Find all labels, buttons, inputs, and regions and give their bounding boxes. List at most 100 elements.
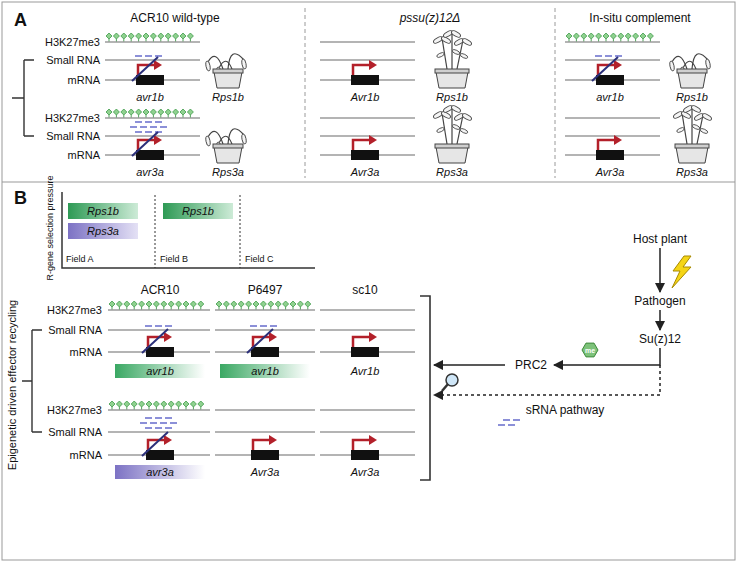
gene-label: avr1b: [596, 92, 624, 103]
methyl-mark: me: [585, 347, 595, 354]
track-line: [565, 135, 660, 137]
gene-bar: avr3a: [115, 465, 205, 479]
plant-leaf: [436, 127, 445, 134]
srna-dash: [595, 55, 602, 57]
srna-dash: [498, 424, 505, 426]
gene-box: [351, 75, 379, 85]
mark-diamond: [253, 301, 259, 307]
panel-divider: [2, 182, 735, 183]
node-text: avr3a: [143, 467, 177, 478]
pathway-label: sRNA pathway: [526, 404, 605, 416]
field-label: Field B: [160, 255, 188, 264]
mark-diamond: [268, 301, 274, 307]
column-header: sc10: [352, 284, 377, 296]
plant-leaf: [705, 59, 711, 70]
gene-symbol: [351, 60, 379, 85]
gene-label: avr1b: [136, 92, 164, 103]
mark-diamond: [647, 33, 653, 39]
gene-symbol: [592, 57, 624, 85]
track-line: [320, 117, 415, 119]
mark-diamond: [168, 301, 174, 307]
mark-diamond: [596, 33, 602, 39]
srna-dash: [155, 55, 162, 57]
mark-diamond: [124, 301, 130, 307]
node-text: Rps1b: [179, 206, 217, 217]
srna-dash: [165, 325, 172, 327]
promoter-arrowhead: [269, 435, 277, 445]
promoter-arrowhead: [614, 135, 622, 145]
mark-diamond: [633, 33, 639, 39]
silencing-strike: [132, 57, 158, 81]
mark-diamond: [146, 401, 152, 407]
silencing-strike: [132, 132, 158, 156]
node-text: Host plant: [630, 233, 690, 245]
mark-diamond: [260, 301, 266, 307]
mark-diamond: [625, 33, 631, 39]
srna-dash: [135, 55, 142, 57]
track-line: [565, 59, 660, 61]
gene-label: Avr3a: [251, 467, 280, 478]
wilted-plant-pot: [669, 54, 711, 88]
mark-diamond: [116, 301, 122, 307]
plant-leaf: [676, 127, 685, 134]
plant-leaf: [702, 113, 713, 122]
h3k27me3-marks: [109, 401, 204, 410]
mark-diamond: [136, 109, 142, 115]
flow-arrow: [554, 348, 660, 365]
mark-diamond: [216, 301, 222, 307]
node-text: Su(z)12: [636, 333, 684, 345]
gene-symbol: [596, 135, 624, 160]
plant-leaf: [452, 49, 461, 56]
track-line: [105, 59, 200, 61]
plant-leaf: [205, 136, 211, 147]
mark-diamond: [165, 33, 171, 39]
srna-dash: [615, 55, 622, 57]
track-line: [215, 329, 315, 331]
plant-leaf: [700, 128, 709, 135]
plant-stem: [683, 61, 696, 69]
mark-diamond: [176, 301, 182, 307]
srna-dash: [260, 325, 267, 327]
promoter-arrowhead: [154, 135, 162, 145]
gene-box: [596, 150, 624, 160]
plant-stem: [219, 136, 232, 144]
gene-symbol: [351, 435, 379, 460]
column-header: P6497: [248, 284, 283, 296]
column-header: pssu(z)12Δ: [400, 12, 461, 24]
mark-diamond: [150, 109, 156, 115]
row-label: Small RNA: [46, 55, 100, 66]
mark-diamond: [124, 401, 130, 407]
mark-diamond: [109, 301, 115, 307]
gene-label: Avr1b: [351, 366, 380, 377]
plant-leaf: [460, 53, 469, 60]
pot-rim: [213, 144, 243, 148]
silencing-strike: [592, 57, 618, 81]
pot-body: [678, 72, 706, 88]
srna-dash: [165, 417, 172, 419]
gene-symbol: [251, 435, 279, 460]
node-text: PRC2: [512, 359, 550, 371]
srna-dash: [155, 427, 162, 429]
pot-body: [214, 72, 242, 88]
gene-label: Avr3a: [351, 467, 380, 478]
healthy-plant-pot: [673, 105, 713, 163]
plant-leaf: [462, 113, 473, 122]
magnifier-handle: [442, 384, 448, 391]
mark-diamond: [198, 301, 204, 307]
srna-dash: [140, 422, 147, 424]
gene-box: [146, 347, 174, 357]
plant-leaf: [692, 124, 701, 131]
mark-diamond: [246, 301, 252, 307]
mark-diamond: [131, 401, 137, 407]
lightning-bolt: [672, 256, 691, 288]
promoter-arrowhead: [369, 60, 377, 70]
small-rna-marks: [595, 56, 622, 57]
gene-box: [351, 347, 379, 357]
mark-diamond: [180, 33, 186, 39]
column-separator: [555, 8, 556, 178]
track-line: [320, 309, 415, 311]
wilted-plant-pot: [205, 129, 247, 163]
track-line: [108, 309, 210, 311]
selection-pressure-box: Rps3a: [68, 223, 138, 239]
